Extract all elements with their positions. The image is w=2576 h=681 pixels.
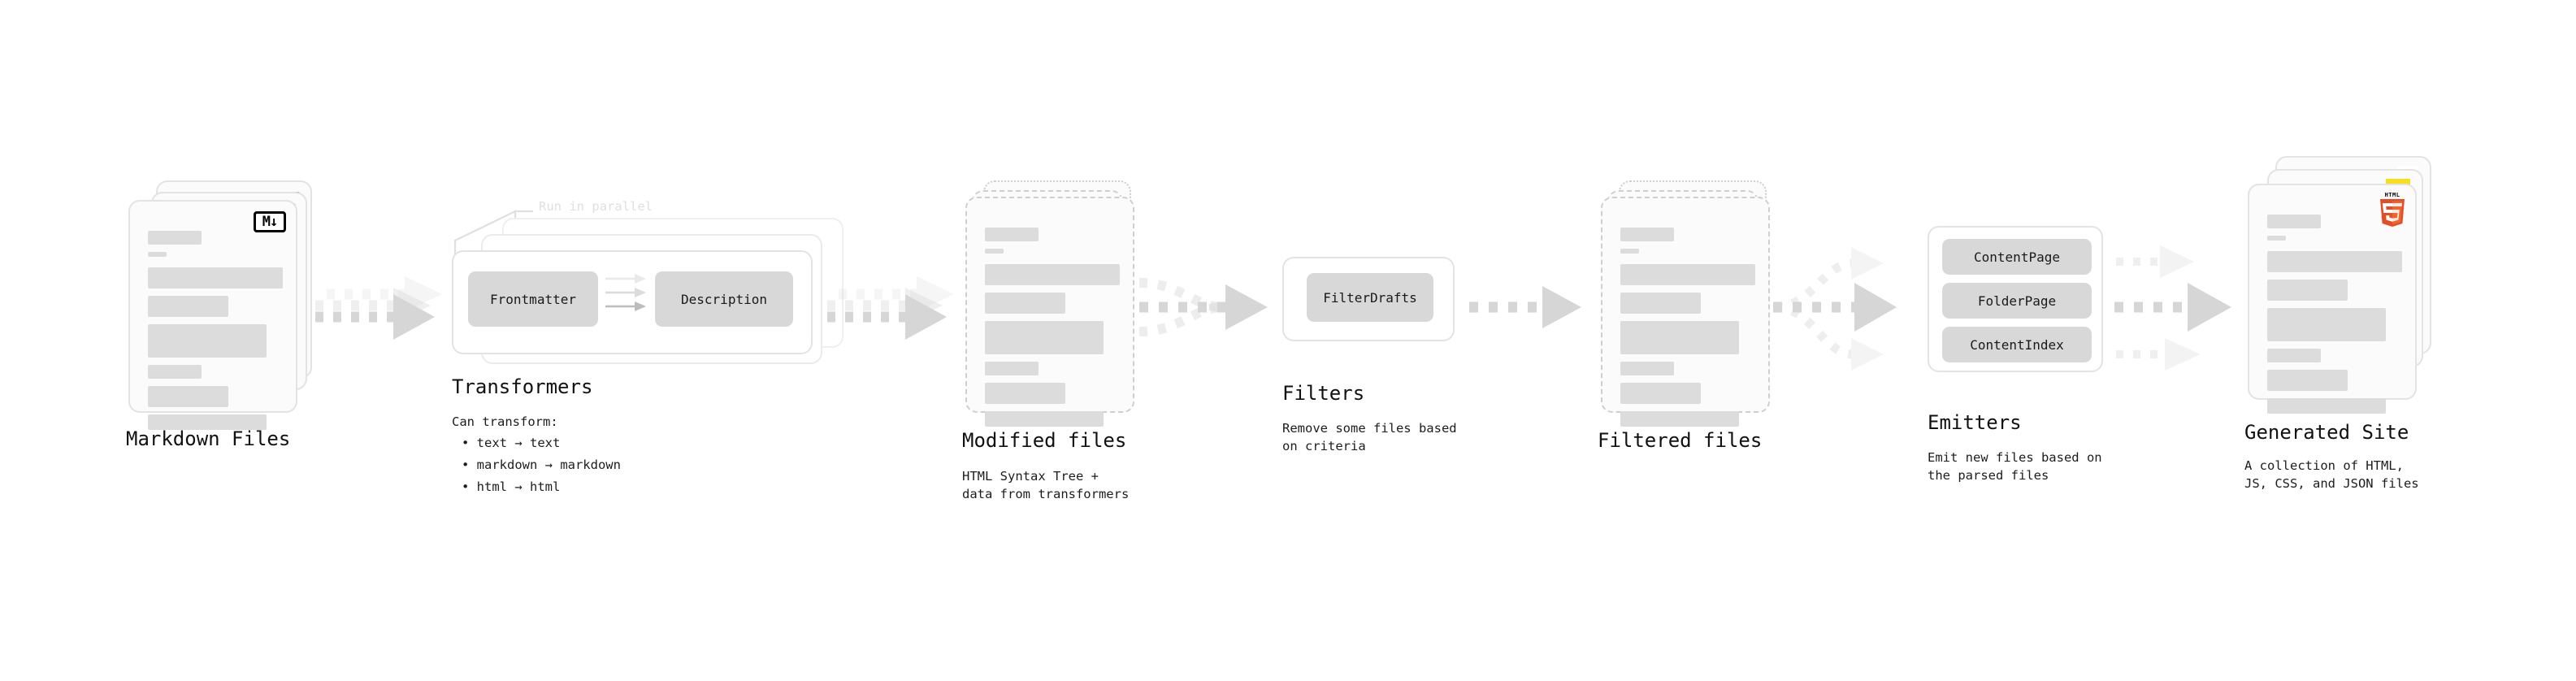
stage-subtitle-filters: Remove some files based on criteria bbox=[1282, 421, 1457, 453]
skeleton-bar bbox=[1620, 321, 1739, 354]
html5-badge-label: HTML bbox=[2384, 192, 2400, 198]
skeleton-bar bbox=[2267, 349, 2321, 362]
skeleton-bar bbox=[148, 386, 228, 407]
skeleton-bar bbox=[148, 365, 202, 379]
emitter-pill-contentindex[interactable]: ContentIndex bbox=[1942, 327, 2092, 362]
stage-title-markdown-files: Markdown Files bbox=[126, 427, 291, 450]
skeleton-bar bbox=[985, 321, 1104, 354]
modified-file-card-front bbox=[965, 197, 1134, 427]
skeleton-bar bbox=[148, 231, 202, 245]
skeleton-bar bbox=[1620, 228, 1674, 241]
skeleton-bar bbox=[1620, 383, 1701, 404]
skeleton-bar bbox=[1620, 293, 1701, 314]
transform-bullet-html: • html → html bbox=[462, 479, 561, 494]
skeleton-bar bbox=[148, 296, 228, 317]
skeleton-bar bbox=[985, 228, 1039, 241]
filters-box: FilterDrafts bbox=[1282, 257, 1455, 341]
skeleton-bar bbox=[2267, 308, 2386, 341]
stage-title-transformers: Transformers bbox=[452, 375, 593, 398]
skeleton-rows bbox=[985, 228, 1120, 434]
emitter-pill-contentpage[interactable]: ContentPage bbox=[1942, 239, 2092, 275]
skeleton-bar bbox=[985, 293, 1065, 314]
skeleton-bar bbox=[985, 249, 1004, 254]
skeleton-bar bbox=[2267, 398, 2386, 414]
skeleton-rows bbox=[148, 231, 283, 437]
skeleton-bar bbox=[1620, 249, 1639, 254]
html5-badge-icon: HTML bbox=[2378, 192, 2407, 228]
html5-shield-shape bbox=[2380, 199, 2405, 227]
transformer-pill-description[interactable]: Description bbox=[655, 271, 793, 327]
transformer-pill-frontmatter[interactable]: Frontmatter bbox=[468, 271, 598, 327]
stage-title-modified-files: Modified files bbox=[962, 429, 1127, 452]
skeleton-bar bbox=[148, 267, 283, 288]
skeleton-bar bbox=[985, 264, 1120, 285]
skeleton-bar bbox=[1620, 264, 1755, 285]
emitters-box: ContentPage FolderPage ContentIndex bbox=[1928, 226, 2103, 372]
arrow-markdown-to-transformers bbox=[315, 276, 442, 340]
arrow-transformers-to-modified bbox=[827, 276, 954, 340]
filter-pill-filterdrafts[interactable]: FilterDrafts bbox=[1307, 273, 1433, 322]
skeleton-bar bbox=[985, 383, 1065, 404]
stage-subtitle-generated-site: A collection of HTML, JS, CSS, and JSON … bbox=[2244, 458, 2419, 491]
markdown-badge-icon: M↓ bbox=[254, 211, 286, 232]
stage-subtitle-transformers: Can transform: bbox=[452, 414, 558, 429]
skeleton-bar bbox=[148, 252, 167, 257]
markdown-file-card-front: M↓ bbox=[128, 200, 297, 430]
stage-subtitle-emitters: Emit new files based on the parsed files bbox=[1928, 450, 2102, 483]
transformer-box-front: Frontmatter Description bbox=[452, 250, 813, 354]
arrow-modified-to-filters bbox=[1138, 278, 1268, 336]
site-file-card-html: HTML bbox=[2248, 184, 2417, 414]
arrow-emitters-to-site bbox=[2114, 245, 2231, 371]
skeleton-bar bbox=[2267, 370, 2348, 391]
emitter-pill-folderpage[interactable]: FolderPage bbox=[1942, 283, 2092, 319]
skeleton-rows bbox=[1620, 228, 1755, 434]
skeleton-rows bbox=[2267, 215, 2402, 421]
skeleton-bar bbox=[985, 362, 1039, 375]
run-in-parallel-label: Run in parallel bbox=[539, 199, 653, 214]
stage-title-emitters: Emitters bbox=[1928, 411, 2022, 434]
stage-title-generated-site: Generated Site bbox=[2244, 421, 2409, 444]
transform-bullet-markdown: • markdown → markdown bbox=[462, 458, 621, 472]
filtered-file-card-front bbox=[1601, 197, 1770, 427]
skeleton-bar bbox=[2267, 215, 2321, 228]
skeleton-bar bbox=[148, 324, 267, 358]
transform-bullet-text: • text → text bbox=[462, 436, 561, 450]
stage-subtitle-modified-files: HTML Syntax Tree + data from transformer… bbox=[962, 469, 1130, 501]
skeleton-bar bbox=[2267, 236, 2286, 241]
skeleton-bar bbox=[1620, 411, 1739, 427]
arrow-filters-to-filtered bbox=[1469, 286, 1581, 328]
skeleton-bar bbox=[148, 414, 267, 430]
stage-title-filtered-files: Filtered files bbox=[1598, 429, 1763, 452]
skeleton-bar bbox=[2267, 251, 2402, 272]
stage-title-filters: Filters bbox=[1282, 382, 1365, 405]
skeleton-bar bbox=[1620, 362, 1674, 375]
skeleton-bar bbox=[985, 411, 1104, 427]
skeleton-bar bbox=[2267, 280, 2348, 301]
arrow-filtered-to-emitters bbox=[1773, 247, 1897, 371]
